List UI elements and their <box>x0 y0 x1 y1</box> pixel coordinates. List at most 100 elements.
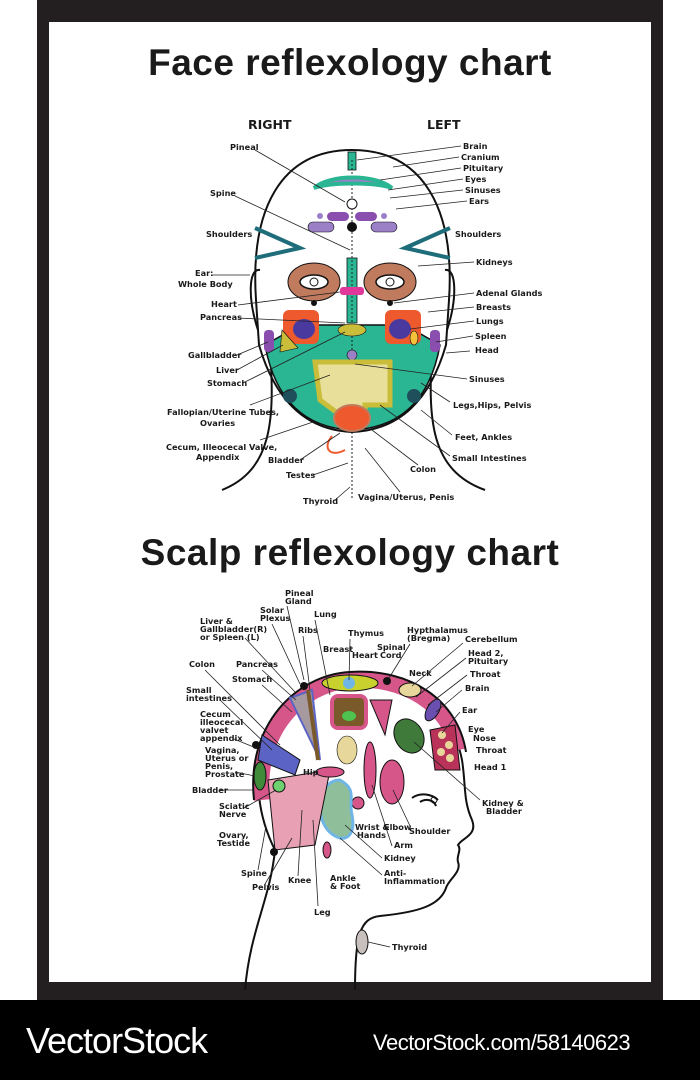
label-spleen: or Spleen (L) <box>200 632 260 642</box>
label-spine: Spine <box>241 868 267 878</box>
legs-zone-right <box>283 389 297 403</box>
leader <box>348 638 351 681</box>
label-shoulders-right: Shoulders <box>206 229 252 239</box>
adrenal-dot <box>387 300 393 306</box>
label-shoulder: Shoulder <box>409 826 451 836</box>
leader <box>371 784 393 847</box>
label-pancreas: Pancreas <box>200 312 242 322</box>
label-cerebellum: Cerebellum <box>465 634 518 644</box>
label-intestines: intestines <box>186 693 232 703</box>
face-right-labels: Brain Cranium Pituitary Eyes Sinuses Ear… <box>354 141 543 502</box>
eye-right <box>299 274 329 290</box>
wrist-hand-zone <box>351 796 365 810</box>
label-neck: Neck <box>409 668 432 678</box>
leader <box>393 292 475 304</box>
leader <box>312 819 319 907</box>
label-kidney-and: Kidney & <box>482 798 524 808</box>
leader <box>435 689 463 713</box>
face-outline <box>254 148 451 434</box>
label-hypothalamus: Hypthalamus <box>407 625 468 635</box>
label-leg: Leg <box>314 907 331 917</box>
label-adrenal-glands: Adenal Glands <box>476 288 543 298</box>
scalp-reflexology-diagram: Pineal Gland Solar Plexus Lung Liver & G… <box>186 588 524 990</box>
leader <box>395 200 468 210</box>
arm-zone <box>363 741 377 799</box>
shoulders-right-mark <box>254 226 307 260</box>
eye-zone-left <box>370 221 398 233</box>
kidney-bladder-zone <box>393 718 425 754</box>
label-stomach: Stomach <box>232 674 272 684</box>
leader <box>379 167 462 181</box>
label-wrist: Wrist & <box>355 822 390 832</box>
legs-zone-left <box>407 389 421 403</box>
leader <box>261 684 293 713</box>
cranium-arc <box>312 175 394 190</box>
sinus-dot <box>346 349 358 361</box>
label-feet-ankles: Feet, Ankles <box>455 432 512 442</box>
label-head: Head <box>475 345 499 355</box>
scalp-pupil <box>430 796 438 804</box>
leader <box>356 145 462 161</box>
label-lungs: Lungs <box>476 316 504 326</box>
iris <box>309 277 319 287</box>
label-colon: Colon <box>410 464 436 474</box>
ear-point <box>438 731 446 739</box>
leader <box>417 261 475 267</box>
label-cord: Cord <box>380 650 402 660</box>
leader <box>411 642 464 687</box>
bregma-dot <box>383 677 391 685</box>
leader <box>242 331 346 384</box>
label-kidney: Kidney <box>384 853 416 863</box>
leader <box>237 317 346 324</box>
label-kidney-bladder: Bladder <box>486 806 523 816</box>
label-throat-upper: Throat <box>470 669 501 679</box>
label-spine: Spine <box>210 188 236 198</box>
ankle-foot-zone <box>322 841 332 859</box>
label-pineal: Pineal <box>230 142 259 152</box>
left-ear-outline <box>444 269 456 331</box>
eye-zone-right <box>307 221 335 233</box>
label-foot: & Foot <box>330 881 361 891</box>
heart-core <box>342 711 356 721</box>
leader <box>427 306 475 313</box>
leader <box>388 643 411 679</box>
label-bladder: Bladder <box>192 785 229 795</box>
dot <box>317 213 323 219</box>
label-lung: Lung <box>314 609 337 619</box>
label-plexus: Plexus <box>260 613 290 623</box>
leader <box>344 824 383 859</box>
label-nose: Nose <box>473 733 496 743</box>
leader <box>297 809 303 877</box>
liver-zone <box>279 329 299 353</box>
label-stomach: Stomach <box>207 378 247 388</box>
left-side-label: LEFT <box>427 117 461 132</box>
label-pineal: Pineal <box>285 588 314 598</box>
leader <box>427 674 468 706</box>
leader <box>249 374 331 406</box>
leader <box>234 195 351 251</box>
leader <box>234 771 256 777</box>
label-cecum: Cecum, Illeocecal Valve, <box>166 442 277 452</box>
label-vagina: Vagina, <box>205 745 240 755</box>
watermark-footer <box>0 1000 700 1080</box>
label-gland: Gland <box>285 596 312 606</box>
leader <box>259 421 314 441</box>
label-gallbladder: Gallbladder <box>188 350 242 360</box>
leader <box>314 619 331 696</box>
label-small-intestines: Small Intestines <box>452 453 527 463</box>
label-gallbladder: Gallbladder(R) <box>200 624 267 634</box>
leader <box>237 291 341 306</box>
label-sciatic: Sciatic <box>219 801 250 811</box>
label-heart: Heart <box>211 299 237 309</box>
label-spleen: Spleen <box>475 331 507 341</box>
label-cecum: Cecum <box>200 709 231 719</box>
vectorstock-logo: VectorStock <box>26 1020 208 1061</box>
leader <box>243 789 277 809</box>
label-ovaries: Ovaries <box>200 418 235 428</box>
leader <box>204 669 281 746</box>
leader <box>244 637 296 693</box>
label-sinuses-upper: Sinuses <box>465 185 501 195</box>
label-brain: Brain <box>463 141 488 151</box>
label-legs-hips-pelvis: Legs,Hips, Pelvis <box>453 400 531 410</box>
face-points-zone <box>429 724 461 771</box>
